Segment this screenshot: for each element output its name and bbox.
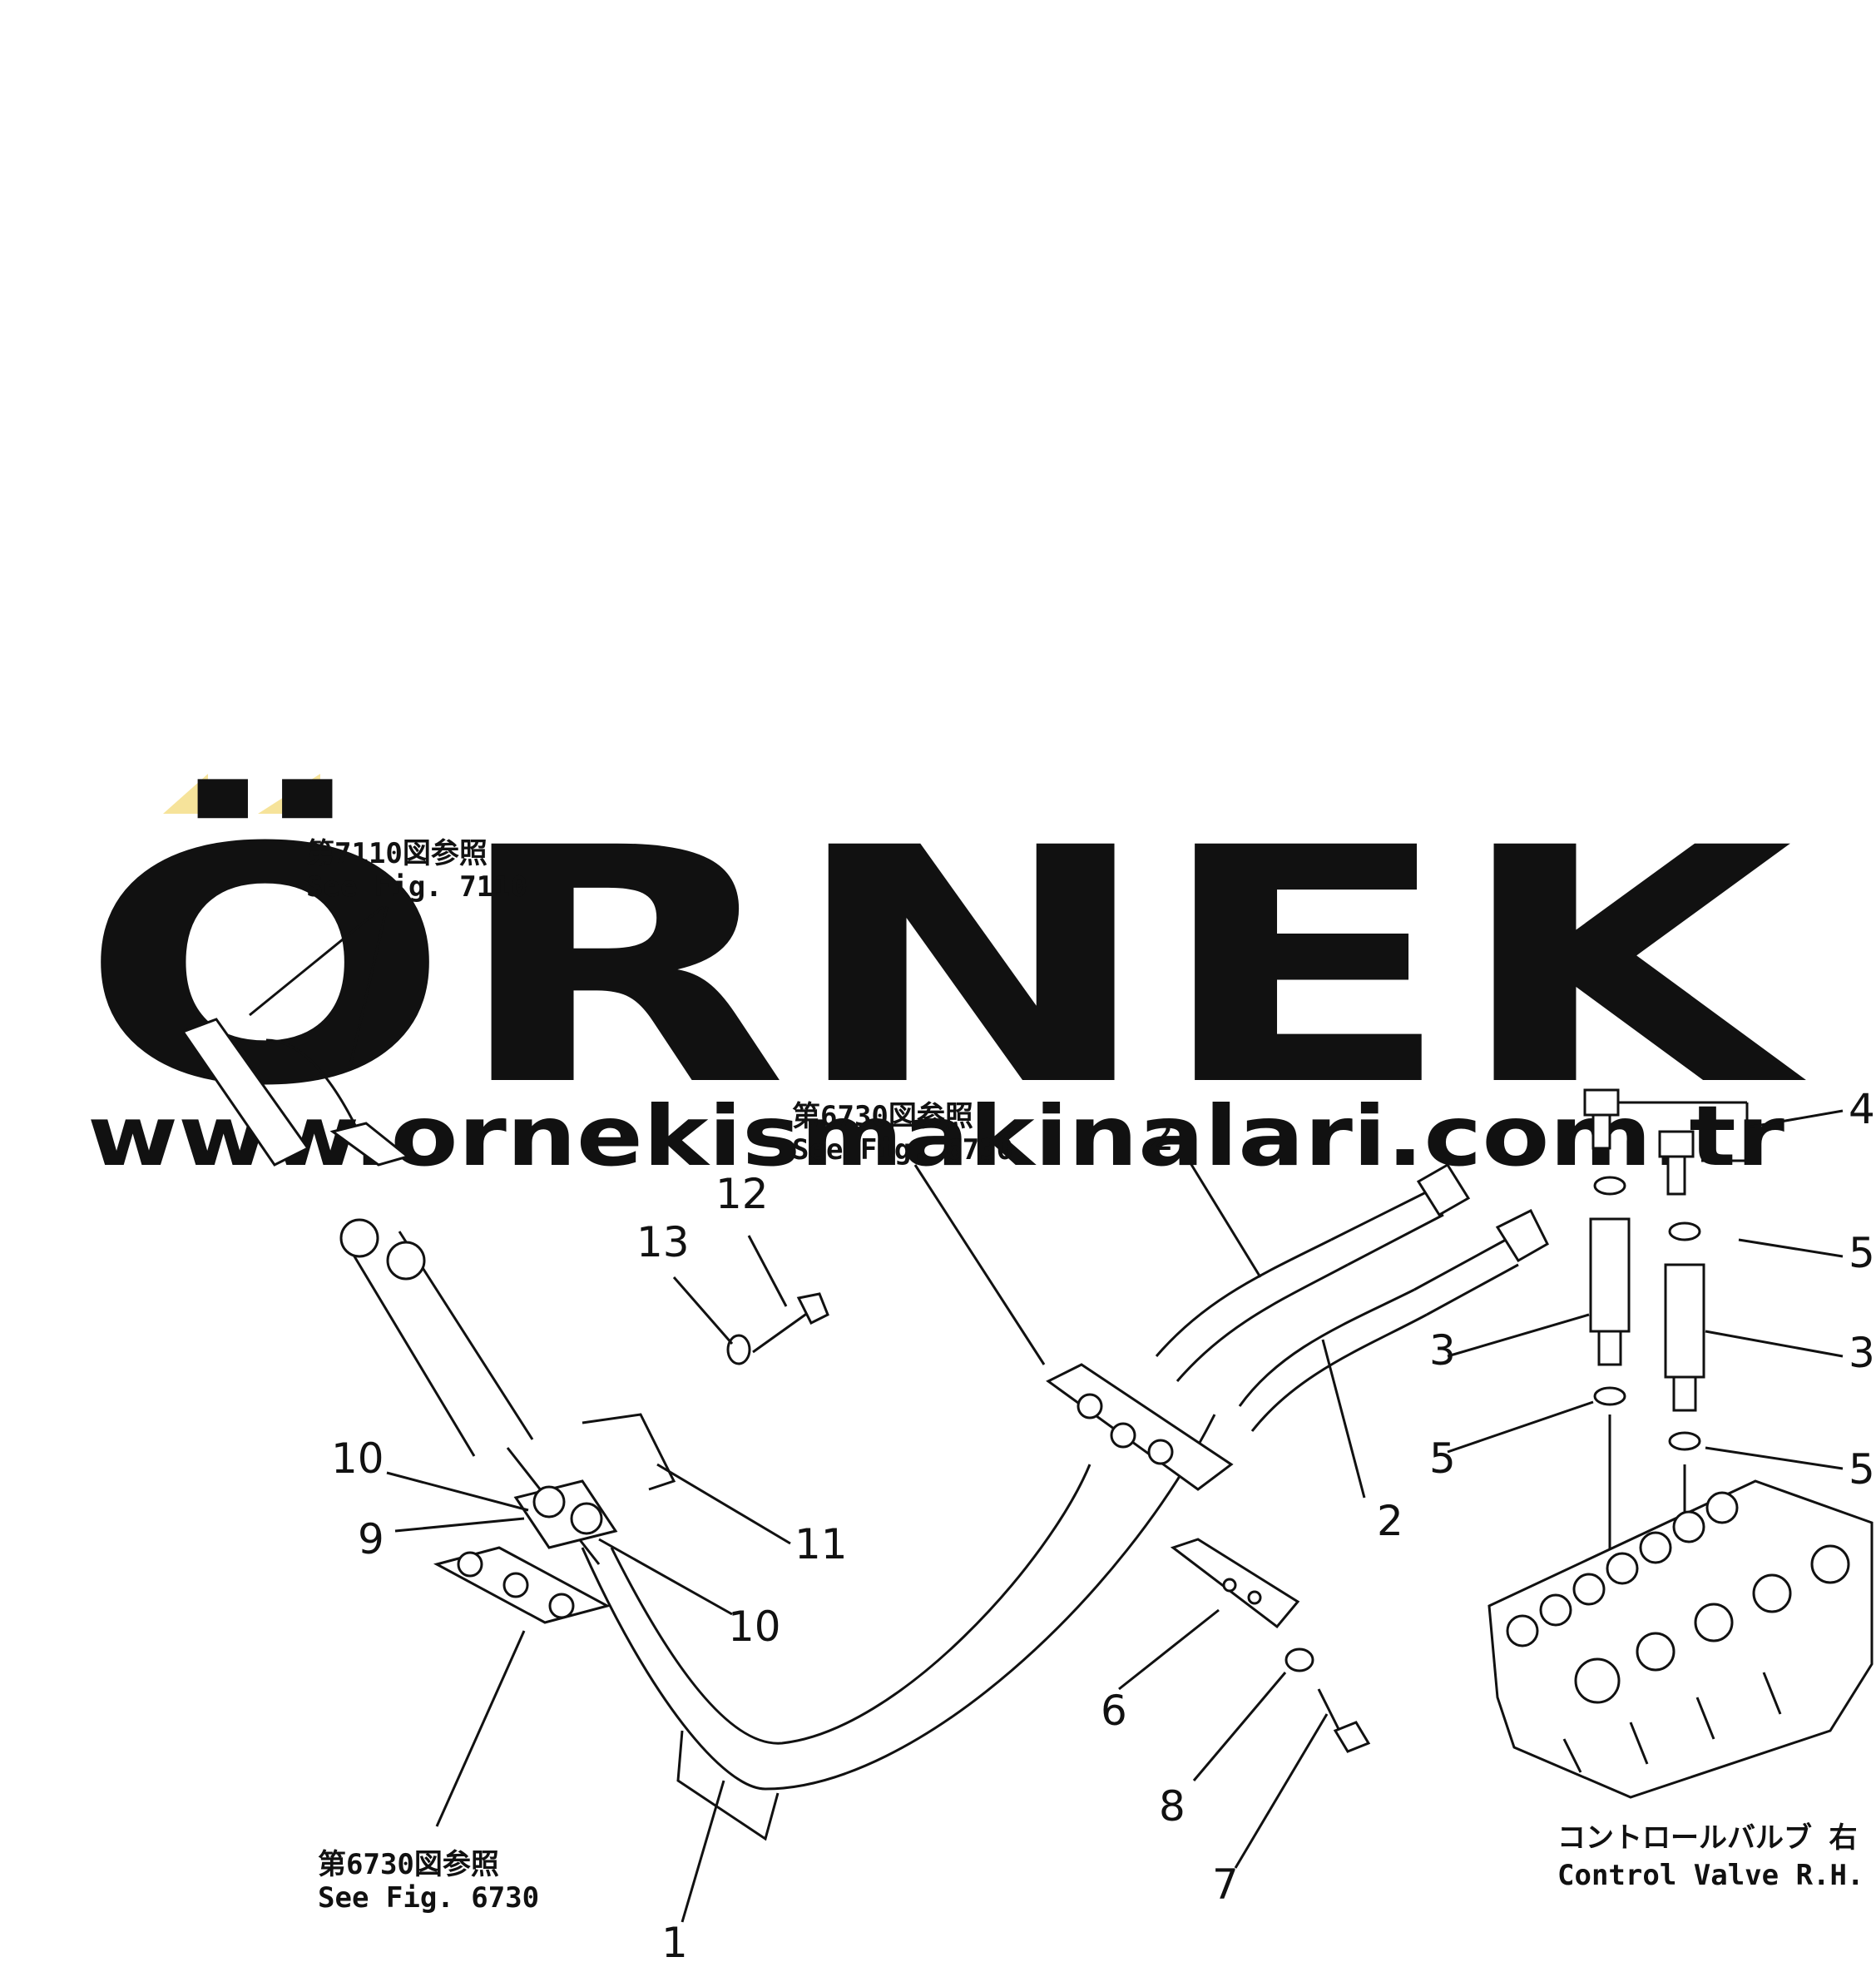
plate-6-hole-b bbox=[1247, 1590, 1262, 1605]
hose-2b bbox=[1238, 1288, 1415, 1407]
watermark: ÖRNEK www.ornekismakinalari.com.tr bbox=[79, 774, 1809, 1185]
adapter-3b-stem bbox=[1672, 1375, 1697, 1412]
callout-4: 4 bbox=[1849, 1085, 1875, 1133]
elbow-4a bbox=[1583, 1088, 1620, 1117]
reference-labels: 第7110図参照 See Fig. 7110 第6730図参照 See Fig.… bbox=[306, 837, 1864, 1915]
left-hose-b-end bbox=[386, 1241, 426, 1281]
hose-2a-edge bbox=[1176, 1263, 1349, 1382]
ref-7110-jp: 第7110図参照 bbox=[306, 837, 488, 870]
callout-9: 9 bbox=[358, 1515, 384, 1563]
upper-fitting-b bbox=[265, 1038, 368, 1149]
callout-7: 7 bbox=[1212, 1860, 1239, 1909]
bolt-12 bbox=[752, 1309, 812, 1354]
bolt-12-head bbox=[796, 1292, 829, 1325]
hose-2a-nut bbox=[1416, 1162, 1471, 1217]
washer-13 bbox=[726, 1334, 751, 1365]
tube-1-inner bbox=[610, 1464, 1091, 1745]
clamp-9-hole-b bbox=[570, 1502, 603, 1535]
callout-5-upper-right: 5 bbox=[1849, 1229, 1875, 1277]
hose-2b-nut bbox=[1495, 1208, 1549, 1263]
left-hose-a-end bbox=[339, 1218, 379, 1258]
bracket-11 bbox=[582, 1413, 676, 1491]
o-ring-5a bbox=[1593, 1176, 1626, 1196]
o-ring-5d bbox=[1668, 1431, 1701, 1451]
hose-2b-edge bbox=[1250, 1313, 1428, 1432]
callout-numbers: 1 2 2 3 3 4 5 5 5 5 6 7 8 9 10 10 11 12 … bbox=[331, 1085, 1875, 1962]
washer-8 bbox=[1284, 1647, 1314, 1672]
ref-7110-en: See Fig. 7110 bbox=[306, 870, 527, 904]
center-clamp-hole-a bbox=[1077, 1393, 1103, 1419]
bolt-7-head bbox=[1333, 1721, 1371, 1753]
center-clamp-hole-c bbox=[1147, 1439, 1174, 1465]
callout-2-lower: 2 bbox=[1377, 1497, 1403, 1545]
clamp-lower-hole-b bbox=[502, 1572, 529, 1598]
plate-6-hole-a bbox=[1222, 1578, 1237, 1593]
callout-3-right: 3 bbox=[1849, 1329, 1875, 1377]
callout-10-upper: 10 bbox=[331, 1434, 384, 1483]
adapter-3a bbox=[1589, 1217, 1631, 1333]
callout-12: 12 bbox=[715, 1170, 769, 1218]
callout-5-extra: 5 bbox=[1849, 1445, 1875, 1494]
o-ring-5c bbox=[1593, 1386, 1626, 1406]
control-valve-body bbox=[1487, 1479, 1874, 1799]
clamp-9-hole-a bbox=[532, 1485, 566, 1519]
upper-fitting-c bbox=[329, 1122, 411, 1167]
control-valve-jp: コントロールバルブ 右 bbox=[1557, 1821, 1857, 1855]
watermark-accent-left bbox=[163, 774, 208, 814]
elbow-4b-stem bbox=[1666, 1155, 1686, 1196]
control-valve-en: Control Valve R.H. bbox=[1557, 1859, 1864, 1892]
hose-2a-ribbed bbox=[1330, 1188, 1432, 1241]
callout-5-lower-right: 5 bbox=[1849, 1445, 1875, 1494]
ref-6730-lower-en: See Fig. 6730 bbox=[318, 1881, 539, 1915]
tube-1-outer bbox=[581, 1414, 1216, 1791]
callout-2-upper: 2 bbox=[1148, 1112, 1175, 1160]
tube-1-bracket bbox=[676, 1730, 780, 1841]
left-hose-a bbox=[348, 1247, 476, 1457]
watermark-accent-right bbox=[258, 774, 320, 814]
o-ring-5b bbox=[1668, 1221, 1701, 1241]
ref-6730-center-en: See Fig. 6730 bbox=[792, 1133, 1013, 1167]
hose-2b-ribbed bbox=[1413, 1238, 1507, 1291]
callout-6: 6 bbox=[1101, 1687, 1127, 1735]
callout-13: 13 bbox=[636, 1218, 690, 1266]
clamp-lower-hole-a bbox=[457, 1551, 483, 1578]
center-clamp bbox=[1046, 1363, 1234, 1491]
center-clamp-hole-b bbox=[1110, 1422, 1136, 1449]
callout-8: 8 bbox=[1159, 1782, 1185, 1831]
callout-3-left: 3 bbox=[1429, 1326, 1456, 1375]
elbow-4a-stem bbox=[1591, 1113, 1611, 1150]
callout-11: 11 bbox=[794, 1520, 848, 1568]
adapter-3a-stem bbox=[1597, 1330, 1622, 1366]
ref-6730-lower-jp: 第6730図参照 bbox=[318, 1848, 499, 1881]
ref-6730-center-jp: 第6730図参照 bbox=[792, 1100, 973, 1133]
hose-2a bbox=[1155, 1238, 1332, 1357]
drawing bbox=[181, 905, 1874, 1923]
upper-fitting-a bbox=[181, 1018, 310, 1167]
elbow-4b bbox=[1658, 1130, 1695, 1158]
adapter-3b bbox=[1664, 1263, 1705, 1379]
callout-1: 1 bbox=[661, 1919, 688, 1958]
hose-2a-ribbed-edge bbox=[1347, 1213, 1444, 1266]
callout-5-lower-left: 5 bbox=[1429, 1434, 1456, 1483]
callout-10-lower: 10 bbox=[728, 1603, 781, 1651]
leader-lines bbox=[249, 905, 1844, 1923]
watermark-brand: ÖRNEK bbox=[79, 775, 1809, 1157]
hose-2b-ribbed-edge bbox=[1426, 1263, 1519, 1316]
clamp-lower-hole-c bbox=[548, 1593, 575, 1619]
